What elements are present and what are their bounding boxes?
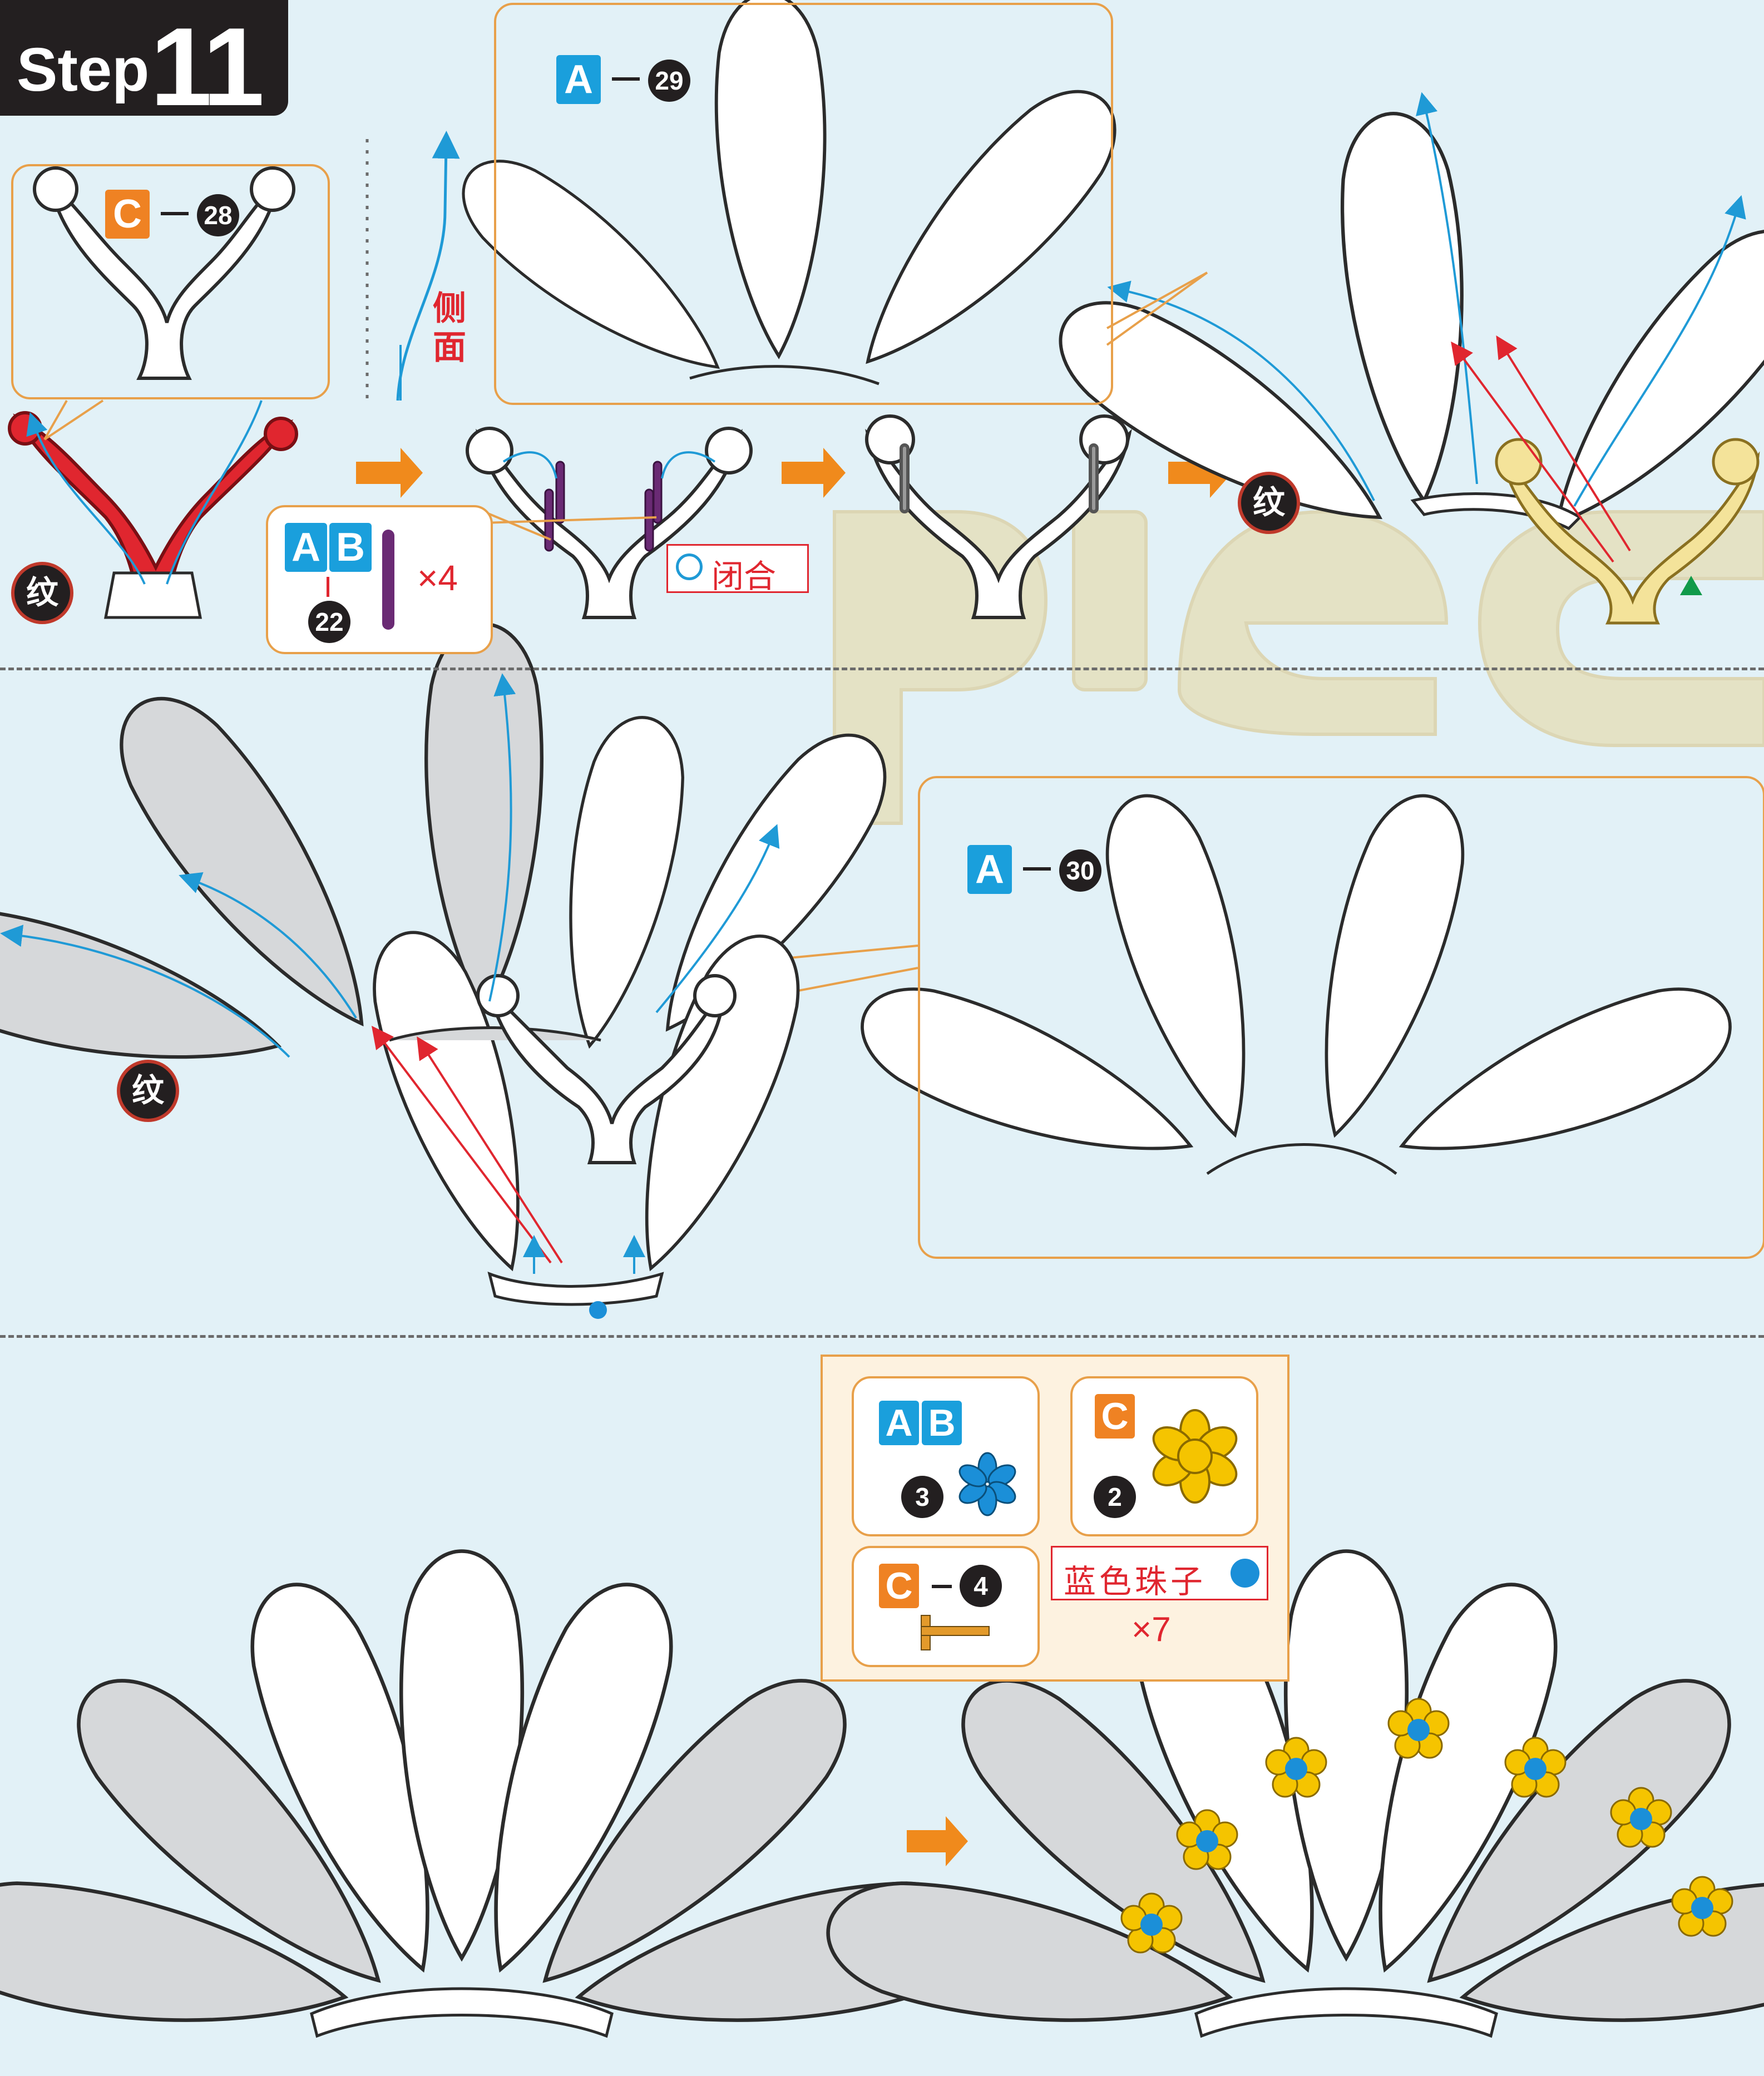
callout-part-a29: A 29 <box>494 3 1113 405</box>
sheet-a-tag: A <box>967 845 1012 894</box>
step-number: 11 <box>150 3 261 131</box>
callout-pin-22: A B 22 ×4 <box>266 505 493 654</box>
scroll-base <box>106 573 200 617</box>
part-box-c2: C 2 <box>1070 1376 1258 1536</box>
sheet-a-tag: A <box>556 55 601 104</box>
sheet-b-tag: B <box>922 1401 962 1445</box>
grain-marker-2: 纹 <box>1238 472 1300 534</box>
close-callout: 闭合 <box>666 544 809 593</box>
grain-marker-3: 纹 <box>117 1060 179 1122</box>
side-view-label: 侧面 <box>433 289 466 367</box>
quantity-label: ×4 <box>417 557 458 599</box>
part-number-2: 2 <box>1094 1476 1136 1518</box>
gold-flower-icon <box>1145 1406 1245 1506</box>
connector-line <box>327 577 329 597</box>
part-box-ab3: A B 3 <box>852 1376 1040 1536</box>
close-label: 闭合 <box>711 550 776 597</box>
part-number-3: 3 <box>901 1476 943 1518</box>
sheet-a-tag: A <box>879 1401 919 1445</box>
part-box-c4: C 4 <box>852 1546 1040 1667</box>
blue-flower-icon <box>954 1451 1021 1518</box>
section-divider-1 <box>0 668 1764 670</box>
part-number-22: 22 <box>308 601 350 643</box>
sheet-a-tag: A <box>285 523 327 572</box>
dash <box>161 212 189 215</box>
bead-label: 蓝色珠子 <box>1064 1555 1206 1602</box>
grain-marker: 纹 <box>11 562 73 624</box>
callout-part-a30: A 30 <box>918 776 1764 1259</box>
dash <box>612 77 640 81</box>
bead-label-box: 蓝色珠子 <box>1051 1546 1268 1600</box>
sheet-c-tag: C <box>879 1564 919 1608</box>
feather-assembly-1 <box>1037 108 1764 564</box>
sheet-c-tag: C <box>105 190 150 239</box>
step-word: Step <box>17 34 149 105</box>
step-badge: Step 11 <box>0 0 288 116</box>
callout-part-c28: C 28 <box>11 164 330 399</box>
parts-callout: A B 3 C 2 C 4 蓝色珠子 <box>821 1355 1289 1682</box>
pins-3 <box>901 445 1097 512</box>
part-number-4: 4 <box>960 1565 1002 1607</box>
close-loop-icon <box>676 553 703 580</box>
blue-dot-marker <box>589 1301 607 1319</box>
part-number-30: 30 <box>1059 849 1101 892</box>
section-divider-2 <box>0 1335 1764 1338</box>
pin-icon <box>382 530 394 630</box>
part-number-29: 29 <box>648 60 690 102</box>
part-number-28: 28 <box>197 194 239 236</box>
sheet-b-tag: B <box>329 523 372 572</box>
blue-bead-icon <box>1231 1559 1259 1588</box>
dash <box>1023 867 1051 871</box>
bead-quantity: ×7 <box>1131 1610 1171 1649</box>
t-pin-bar <box>921 1626 990 1636</box>
dash <box>932 1585 952 1588</box>
sheet-c-tag: C <box>1095 1394 1135 1439</box>
